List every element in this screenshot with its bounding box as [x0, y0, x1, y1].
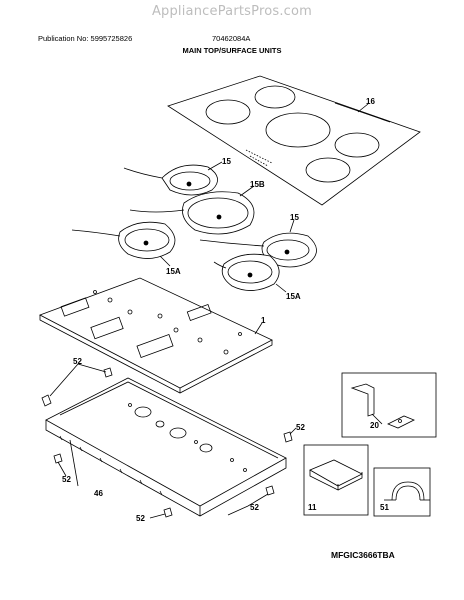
label-15-top: 15 [222, 157, 231, 166]
label-52-right: 52 [296, 423, 305, 432]
label-15-right: 15 [290, 213, 299, 222]
label-11: 11 [308, 503, 317, 512]
element-15a-left [71, 221, 176, 259]
inset-box-11 [303, 444, 369, 516]
leader-16 [357, 103, 369, 113]
element-15-top [123, 164, 218, 196]
leader-1 [254, 322, 263, 335]
element-15a-right [213, 253, 280, 291]
label-52-topleft: 52 [73, 357, 82, 366]
label-52-bottom: 52 [136, 514, 145, 523]
diagram-code: MFGIC3666TBA [331, 550, 395, 560]
leader-15b [239, 185, 255, 197]
label-15b: 15B [250, 180, 265, 189]
label-46: 46 [94, 489, 103, 498]
label-16: 16 [366, 97, 375, 106]
leader-52-topleft-b [77, 363, 107, 373]
support-plate-drawing [39, 277, 273, 394]
label-15a-right: 15A [286, 292, 301, 301]
element-15-right [199, 232, 317, 268]
inset-box-51 [373, 467, 431, 517]
section-title: MAIN TOP/SURFACE UNITS [182, 46, 282, 55]
leader-20 [371, 413, 383, 425]
label-1: 1 [261, 316, 266, 325]
leader-15-top [207, 161, 223, 171]
leader-52-bottomright [227, 505, 249, 516]
leader-52-left [57, 461, 67, 477]
publication-number: Publication No: 5995725826 [38, 34, 133, 43]
leader-52-bottom [149, 513, 166, 519]
watermark: AppliancePartsPros.com [151, 4, 313, 19]
bracket-52-bottom [163, 507, 173, 518]
inset-box-20 [341, 372, 437, 438]
bracket-52-left [53, 453, 63, 464]
bracket-52-bottomright [265, 485, 275, 496]
leader-15a-left [159, 255, 171, 267]
element-15b [129, 191, 255, 235]
model-code: 70462084A [212, 34, 251, 43]
leader-15-right [289, 219, 295, 233]
label-52-left: 52 [62, 475, 71, 484]
label-52-bottomright: 52 [250, 503, 259, 512]
label-51: 51 [380, 503, 389, 512]
leader-52-right [289, 427, 297, 435]
bracket-52-topleft [41, 394, 52, 407]
leader-52-bottomright-b [247, 493, 269, 507]
leader-15a-right [275, 283, 287, 293]
bottom-box-drawing [45, 377, 287, 517]
glass-cooktop-drawing [167, 75, 421, 206]
leader-52-topleft [49, 363, 79, 397]
label-20: 20 [370, 421, 379, 430]
bracket-52-topleft-b [103, 367, 113, 378]
bracket-52-right [283, 431, 293, 443]
leader-46 [69, 439, 79, 487]
label-15a-left: 15A [166, 267, 181, 276]
